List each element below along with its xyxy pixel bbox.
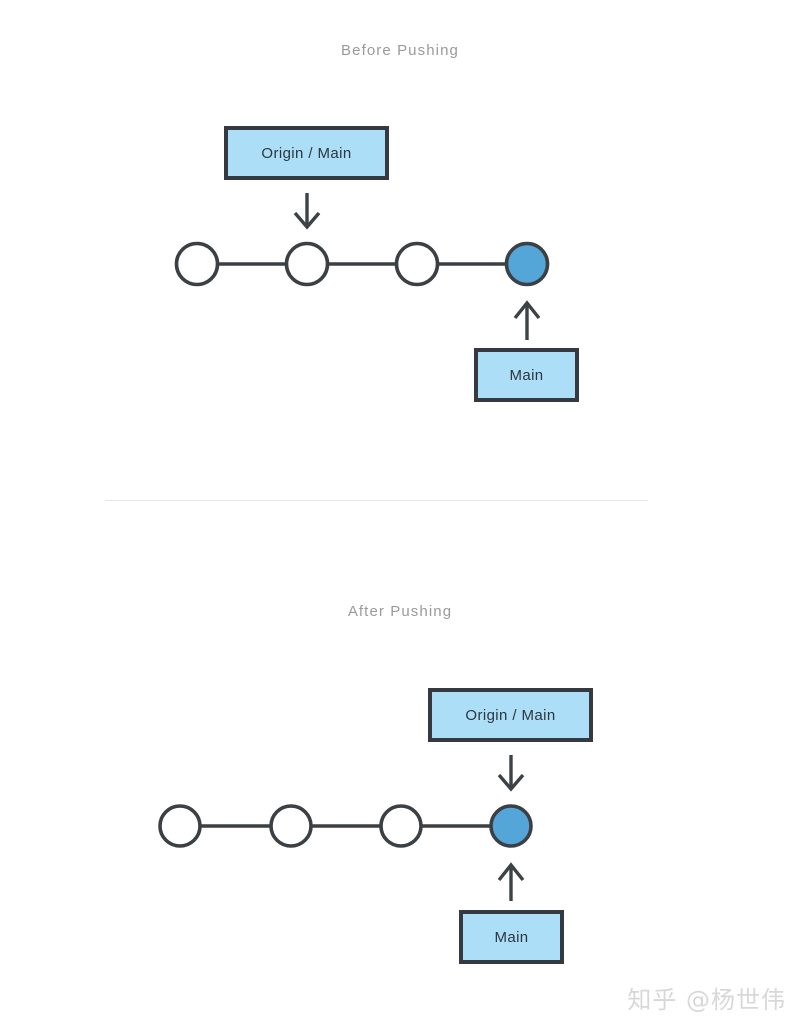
arrow-up-icon xyxy=(497,862,525,901)
watermark: 知乎 @杨世伟 xyxy=(627,986,786,1014)
remote-branch-box-text: Origin / Main xyxy=(261,145,351,162)
commit-node-3[interactable] xyxy=(379,804,423,848)
remote-branch-box[interactable] xyxy=(428,688,593,742)
commit-node-2[interactable] xyxy=(284,241,330,287)
commit-node-1[interactable] xyxy=(158,804,202,848)
commit-node-2[interactable] xyxy=(269,804,313,848)
local-branch-box-text: Main xyxy=(509,367,543,384)
local-branch-box[interactable] xyxy=(459,910,564,964)
local-branch-label-after[interactable]: Main xyxy=(459,910,564,964)
commit-node-1[interactable] xyxy=(174,241,220,287)
commit-nodes xyxy=(158,804,533,848)
section-divider xyxy=(105,500,648,501)
local-branch-box-text: Main xyxy=(494,929,528,946)
commit-node-4-highlighted[interactable] xyxy=(504,241,550,287)
arrow-down-icon xyxy=(497,755,525,792)
commit-node-4-highlighted[interactable] xyxy=(489,804,533,848)
local-branch-label-before[interactable]: Main xyxy=(474,348,579,402)
git-graph-before-pushing: Origin / Main Main xyxy=(174,126,579,402)
section-title-after: After Pushing xyxy=(347,603,453,620)
local-branch-box[interactable] xyxy=(474,348,579,402)
commit-node-3[interactable] xyxy=(394,241,440,287)
remote-branch-box-text: Origin / Main xyxy=(465,707,555,724)
remote-branch-box[interactable] xyxy=(224,126,389,180)
arrow-down-icon xyxy=(293,193,321,230)
commit-nodes xyxy=(174,241,550,287)
remote-branch-label-after[interactable]: Origin / Main xyxy=(428,688,593,742)
section-title-before: Before Pushing xyxy=(341,42,459,59)
git-graph-after-pushing: Origin / Main Main xyxy=(158,688,593,964)
arrow-up-icon xyxy=(513,300,541,340)
remote-branch-label-before[interactable]: Origin / Main xyxy=(224,126,389,180)
